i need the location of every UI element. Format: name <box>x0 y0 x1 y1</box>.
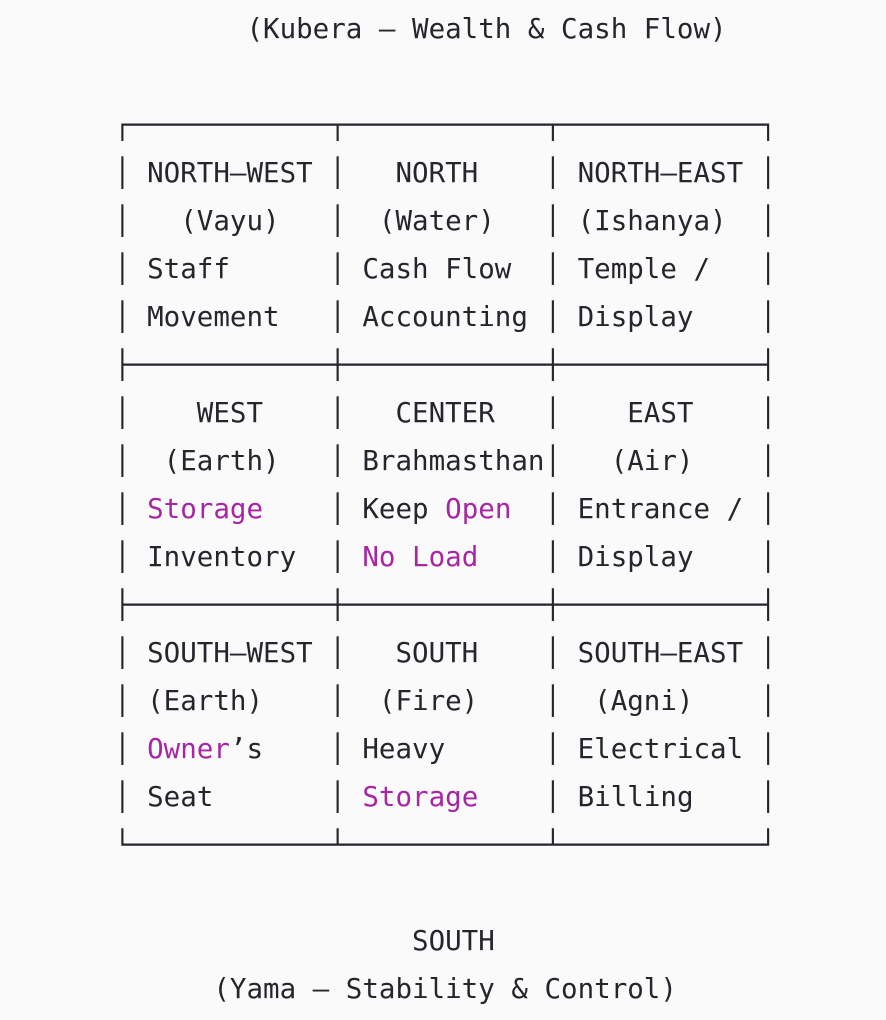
row-middle-use-line2: │ Inventory │ No Load │ Display │ <box>114 541 777 573</box>
row-middle-deities: │ (Earth) │ Brahmasthan│ (Air) │ <box>114 445 777 477</box>
top-label-kubera: (Kubera — Wealth & Cash Flow) <box>114 13 727 45</box>
row-north-use-line1: │ Staff │ Cash Flow │ Temple / │ <box>114 253 777 285</box>
row-middle-directions: │ WEST │ CENTER │ EAST │ <box>114 397 777 429</box>
row-north-use-line2: │ Movement │ Accounting │ Display │ <box>114 301 777 333</box>
row-north-deities: │ (Vayu) │ (Water) │ (Ishanya) │ <box>114 205 777 237</box>
row-middle-use-line1: │ Storage │ Keep Open │ Entrance / │ <box>114 493 777 525</box>
accent-keyword: Storage <box>362 781 479 813</box>
accent-keyword: Open <box>445 493 512 525</box>
bottom-label-yama: (Yama — Stability & Control) <box>114 973 677 1005</box>
accent-keyword: No Load <box>362 541 479 573</box>
row-south-directions: │ SOUTH—WEST │ SOUTH │ SOUTH—EAST │ <box>114 637 777 669</box>
grid-border-bottom: └────────────┴────────────┴────────────┘ <box>114 829 777 861</box>
grid-divider-2: ├────────────┼────────────┼────────────┤ <box>114 589 777 621</box>
vastu-ascii-grid: (Kubera — Wealth & Cash Flow) ┌─────────… <box>114 5 776 1013</box>
row-south-use-line1: │ Owner’s │ Heavy │ Electrical │ <box>114 733 777 765</box>
bottom-label-south: SOUTH <box>114 925 495 957</box>
accent-keyword: Storage <box>147 493 264 525</box>
accent-keyword: Owner <box>147 733 230 765</box>
row-north-directions: │ NORTH—WEST │ NORTH │ NORTH—EAST │ <box>114 157 777 189</box>
row-south-deities: │ (Earth) │ (Fire) │ (Agni) │ <box>114 685 777 717</box>
row-south-use-line2: │ Seat │ Storage │ Billing │ <box>114 781 777 813</box>
grid-border-top: ┌────────────┬────────────┬────────────┐ <box>114 109 777 141</box>
grid-divider-1: ├────────────┼────────────┼────────────┤ <box>114 349 777 381</box>
